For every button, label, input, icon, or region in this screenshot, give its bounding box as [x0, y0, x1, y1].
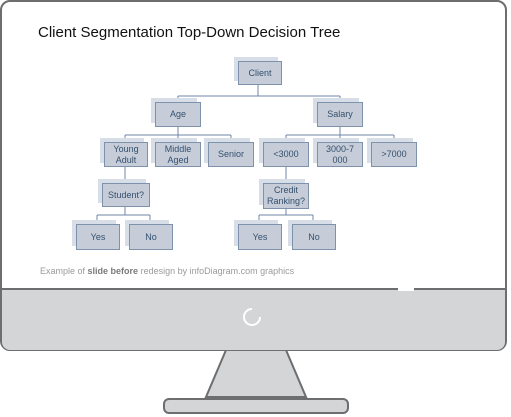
- bezel-notch: [398, 287, 414, 291]
- node-credit-ranking: Credit Ranking?: [259, 179, 309, 209]
- node-label: Age: [169, 109, 186, 120]
- node-greater-7000: >7000: [367, 138, 417, 167]
- monitor-bezel: [2, 288, 505, 350]
- node-senior: Senior: [204, 138, 254, 167]
- caption-suffix: redesign by infoDiagram.com graphics: [140, 266, 295, 276]
- node-middle-aged: Middle Aged: [151, 138, 201, 167]
- node-less-3000: <3000: [259, 138, 309, 167]
- caption-prefix: Example of: [40, 266, 86, 276]
- node-label: >7000: [381, 149, 407, 160]
- node-no-student: No: [125, 220, 173, 250]
- node-label: Senior: [217, 149, 244, 160]
- node-age: Age: [151, 98, 201, 127]
- caption-bold: slide before: [87, 266, 139, 276]
- node-client: Client: [234, 57, 282, 85]
- page-title: Client Segmentation Top-Down Decision Tr…: [38, 24, 341, 41]
- power-icon: [243, 308, 261, 326]
- caption: Example of slide before redesign by info…: [40, 266, 294, 276]
- node-label: No: [308, 231, 320, 242]
- node-no-credit: No: [288, 220, 336, 250]
- node-yes-credit: Yes: [234, 220, 282, 250]
- node-label: Salary: [327, 109, 353, 120]
- monitor-stand: [163, 350, 349, 414]
- node-young-adult: Young Adult: [100, 138, 148, 167]
- node-student: Student?: [98, 179, 150, 207]
- node-yes-student: Yes: [72, 220, 120, 250]
- tree-connectors: [96, 85, 395, 222]
- node-label: Yes: [252, 231, 268, 242]
- node-label: Young Adult: [113, 143, 139, 165]
- node-3000-7000: 3000-7000: [313, 138, 363, 167]
- node-salary: Salary: [313, 98, 363, 127]
- node-label: Yes: [90, 231, 106, 242]
- node-label: Middle Aged: [164, 143, 192, 165]
- node-label: Client: [248, 67, 272, 78]
- node-label: <3000: [273, 149, 299, 160]
- node-label: No: [145, 231, 157, 242]
- node-label: Credit Ranking?: [266, 185, 306, 206]
- node-label: 3000-7000: [325, 143, 355, 165]
- node-label: Student?: [107, 189, 145, 200]
